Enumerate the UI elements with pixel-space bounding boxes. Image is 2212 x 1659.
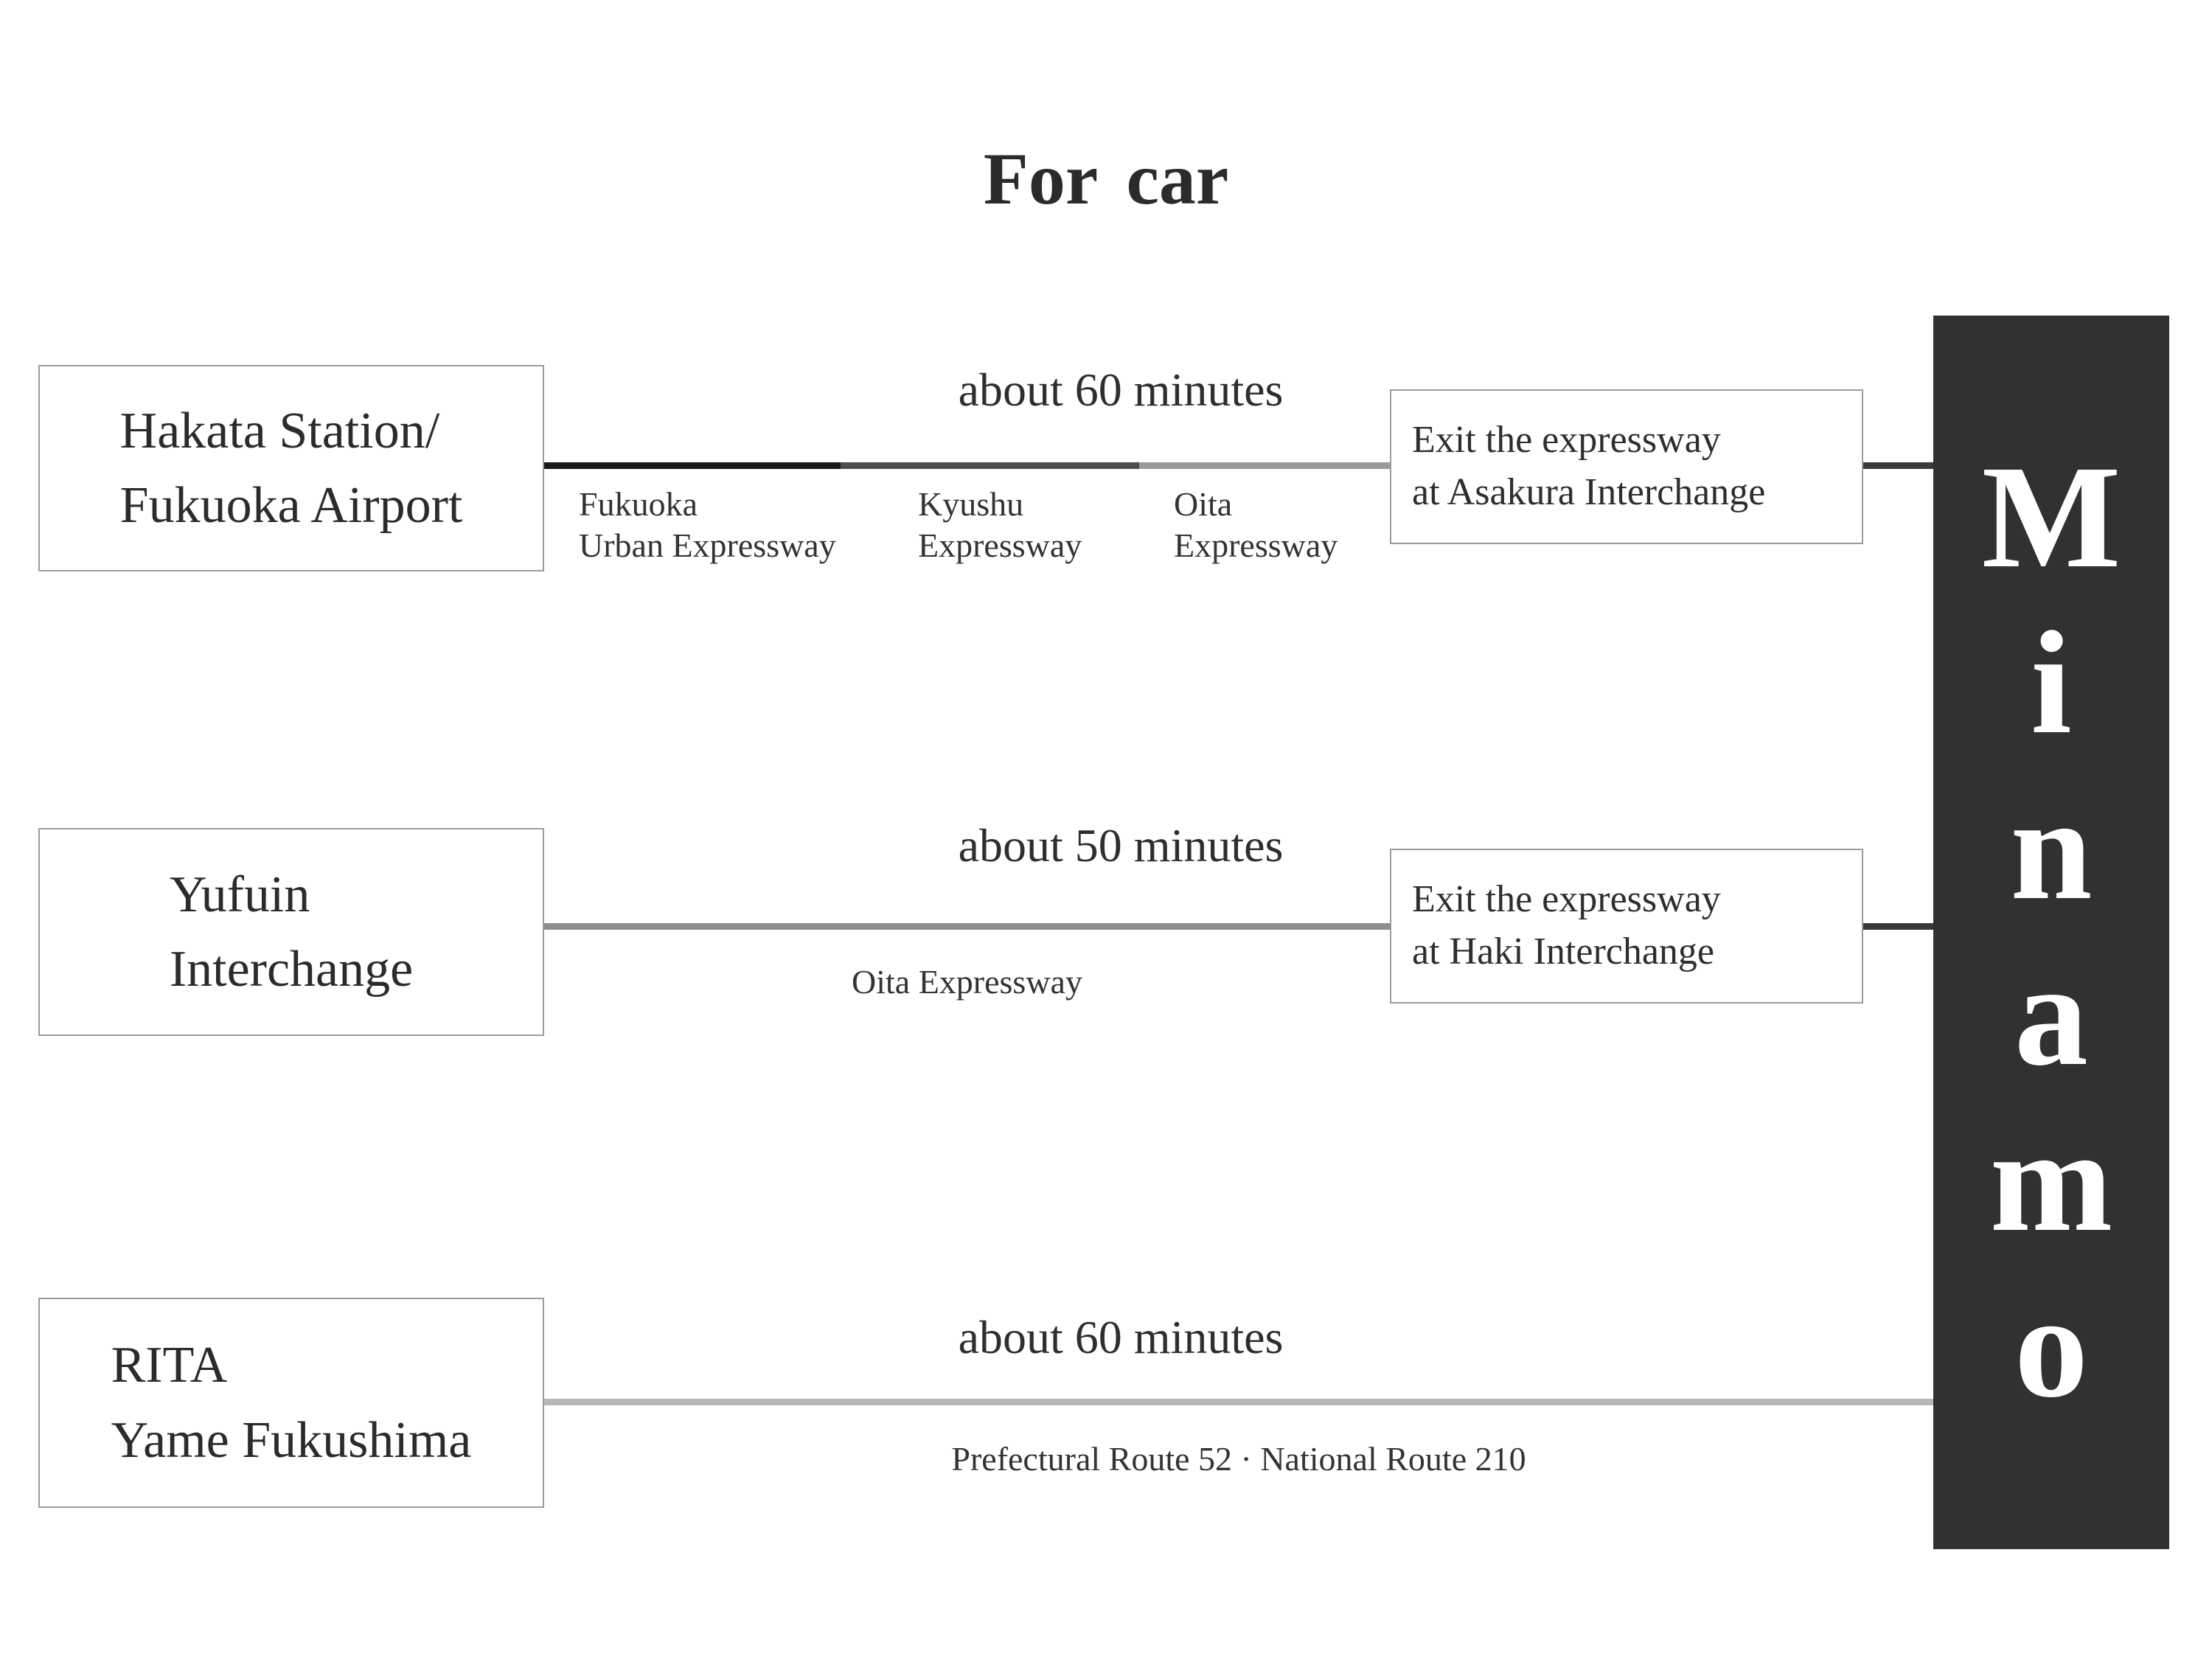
origin-line-2: Interchange	[169, 941, 414, 998]
route3-duration-label: about 60 minutes	[958, 1311, 1284, 1363]
route1-segment-kyushu-expressway	[841, 462, 1139, 469]
route2-line-oita-expressway	[544, 923, 1390, 930]
minamo-letter-2: i	[2031, 602, 2072, 765]
exit-line-2: at Haki Interchange	[1412, 931, 1715, 973]
origin-box-rita-yame-fukushima: RITA Yame Fukushima	[38, 1298, 544, 1508]
route2-duration-label: about 50 minutes	[958, 819, 1284, 872]
minamo-letter-1: M	[1981, 436, 2121, 599]
origin-label: RITA Yame Fukushima	[111, 1328, 472, 1478]
exit-line-1: Exit the expressway	[1412, 419, 1721, 462]
minamo-letter-3: n	[2010, 768, 2093, 931]
minamo-letter-5: m	[1989, 1099, 2113, 1262]
minamo-destination-bar: M i n a m o	[1933, 316, 2169, 1549]
road-label-line-2: Urban Expressway	[579, 526, 836, 565]
route1-segment-oita-expressway	[1139, 462, 1390, 469]
route3-line-prefectural-national-route	[544, 1399, 1933, 1405]
page-title: For car	[983, 138, 1229, 220]
origin-line-1: RITA	[111, 1337, 228, 1394]
origin-line-1: Hakata Station/	[119, 402, 440, 459]
route1-road-label-kyushu: Kyushu Expressway	[918, 484, 1082, 566]
origin-label: Hakata Station/ Fukuoka Airport	[120, 394, 463, 543]
road-label-line-2: Expressway	[918, 526, 1082, 565]
route1-road-label-fukuoka-urban: Fukuoka Urban Expressway	[579, 484, 836, 566]
road-label-line-1: Fukuoka	[579, 485, 698, 523]
route1-duration-label: about 60 minutes	[958, 364, 1284, 416]
route1-road-label-oita: Oita Expressway	[1174, 484, 1338, 566]
road-label-line-1: Kyushu	[918, 485, 1024, 523]
origin-box-yufuin-interchange: Yufuin Interchange	[38, 828, 544, 1036]
road-label-line-2: Expressway	[1174, 526, 1338, 565]
origin-line-1: Yufuin	[169, 866, 310, 923]
origin-line-2: Yame Fukushima	[111, 1411, 472, 1469]
exit-line-1: Exit the expressway	[1412, 878, 1721, 921]
route2-road-label-oita-expressway: Oita Expressway	[852, 963, 1082, 1001]
origin-label: Yufuin Interchange	[170, 858, 413, 1007]
minamo-letter-6: o	[2014, 1265, 2088, 1428]
origin-line-2: Fukuoka Airport	[119, 477, 463, 534]
road-label-line-1: Oita	[1174, 485, 1233, 523]
exit-line-2: at Asakura Interchange	[1412, 471, 1766, 513]
route2-connector-to-minamo	[1863, 923, 1933, 930]
exit-box-haki-interchange: Exit the expressway at Haki Interchange	[1390, 849, 1863, 1004]
minamo-letter-4: a	[2014, 933, 2088, 1096]
route3-road-label-prefectural-national: Prefectural Route 52 · National Route 21…	[951, 1440, 1526, 1478]
exit-box-asakura-interchange: Exit the expressway at Asakura Interchan…	[1390, 389, 1863, 544]
origin-box-hakata-fukuoka: Hakata Station/ Fukuoka Airport	[38, 365, 544, 571]
route1-connector-to-minamo	[1863, 462, 1933, 469]
route1-segment-fukuoka-urban-expressway	[544, 462, 841, 469]
